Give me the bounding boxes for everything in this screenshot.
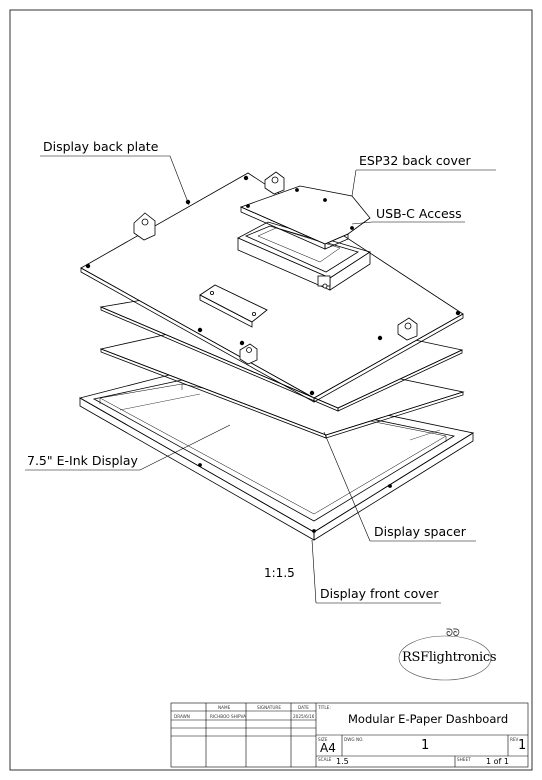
logo-mark: ᘐᘐ [446, 628, 460, 639]
label-eink-display: 7.5" E-Ink Display [27, 453, 138, 468]
tb-scale-label: SCALE [318, 757, 332, 762]
tb-size-label: SIZE [318, 737, 328, 742]
tb-row-drawn: DRAWN [174, 714, 190, 719]
label-display-back-plate: Display back plate [43, 139, 159, 154]
label-usb-c-access: USB-C Access [376, 206, 462, 221]
label-display-front-cover: Display front cover [320, 586, 439, 601]
title-block [170, 702, 529, 768]
back-plate-drawing [80, 171, 464, 403]
sheet-border [9, 9, 533, 771]
tb-hdr-signature: SIGNATURE [257, 705, 281, 710]
logo-ellipse [398, 635, 492, 681]
drawing-title: Modular E-Paper Dashboard [348, 712, 509, 726]
view-scale-note: 1:1.5 [264, 566, 295, 580]
drawing-number: 1 [421, 738, 430, 753]
revision: 1 [518, 738, 527, 753]
tb-title-label: TITLE: [318, 705, 331, 710]
sheet-scale: 1.5 [336, 757, 349, 766]
esp32-cover-drawing [239, 185, 371, 250]
sheet-size: A4 [320, 741, 336, 755]
tb-sheet-label: SHEET [457, 757, 471, 762]
tb-drawn-date: 2025/6/16 [293, 714, 315, 719]
tb-hdr-name: NAME [218, 705, 231, 710]
tb-rev-label: REV [510, 737, 519, 742]
tb-dwg-label: DWG NO. [344, 737, 364, 742]
company-logo: RSFlightronics [402, 650, 497, 665]
label-esp32-back-cover: ESP32 back cover [359, 153, 471, 168]
front-cover-drawing [78, 371, 475, 541]
tb-drawn-name: RICHBOO SHIPVA [210, 714, 246, 719]
sheet-count: 1 of 1 [486, 757, 509, 766]
tb-hdr-date: DATE [298, 705, 309, 710]
label-display-spacer: Display spacer [374, 524, 466, 539]
leader-lines [25, 155, 496, 604]
